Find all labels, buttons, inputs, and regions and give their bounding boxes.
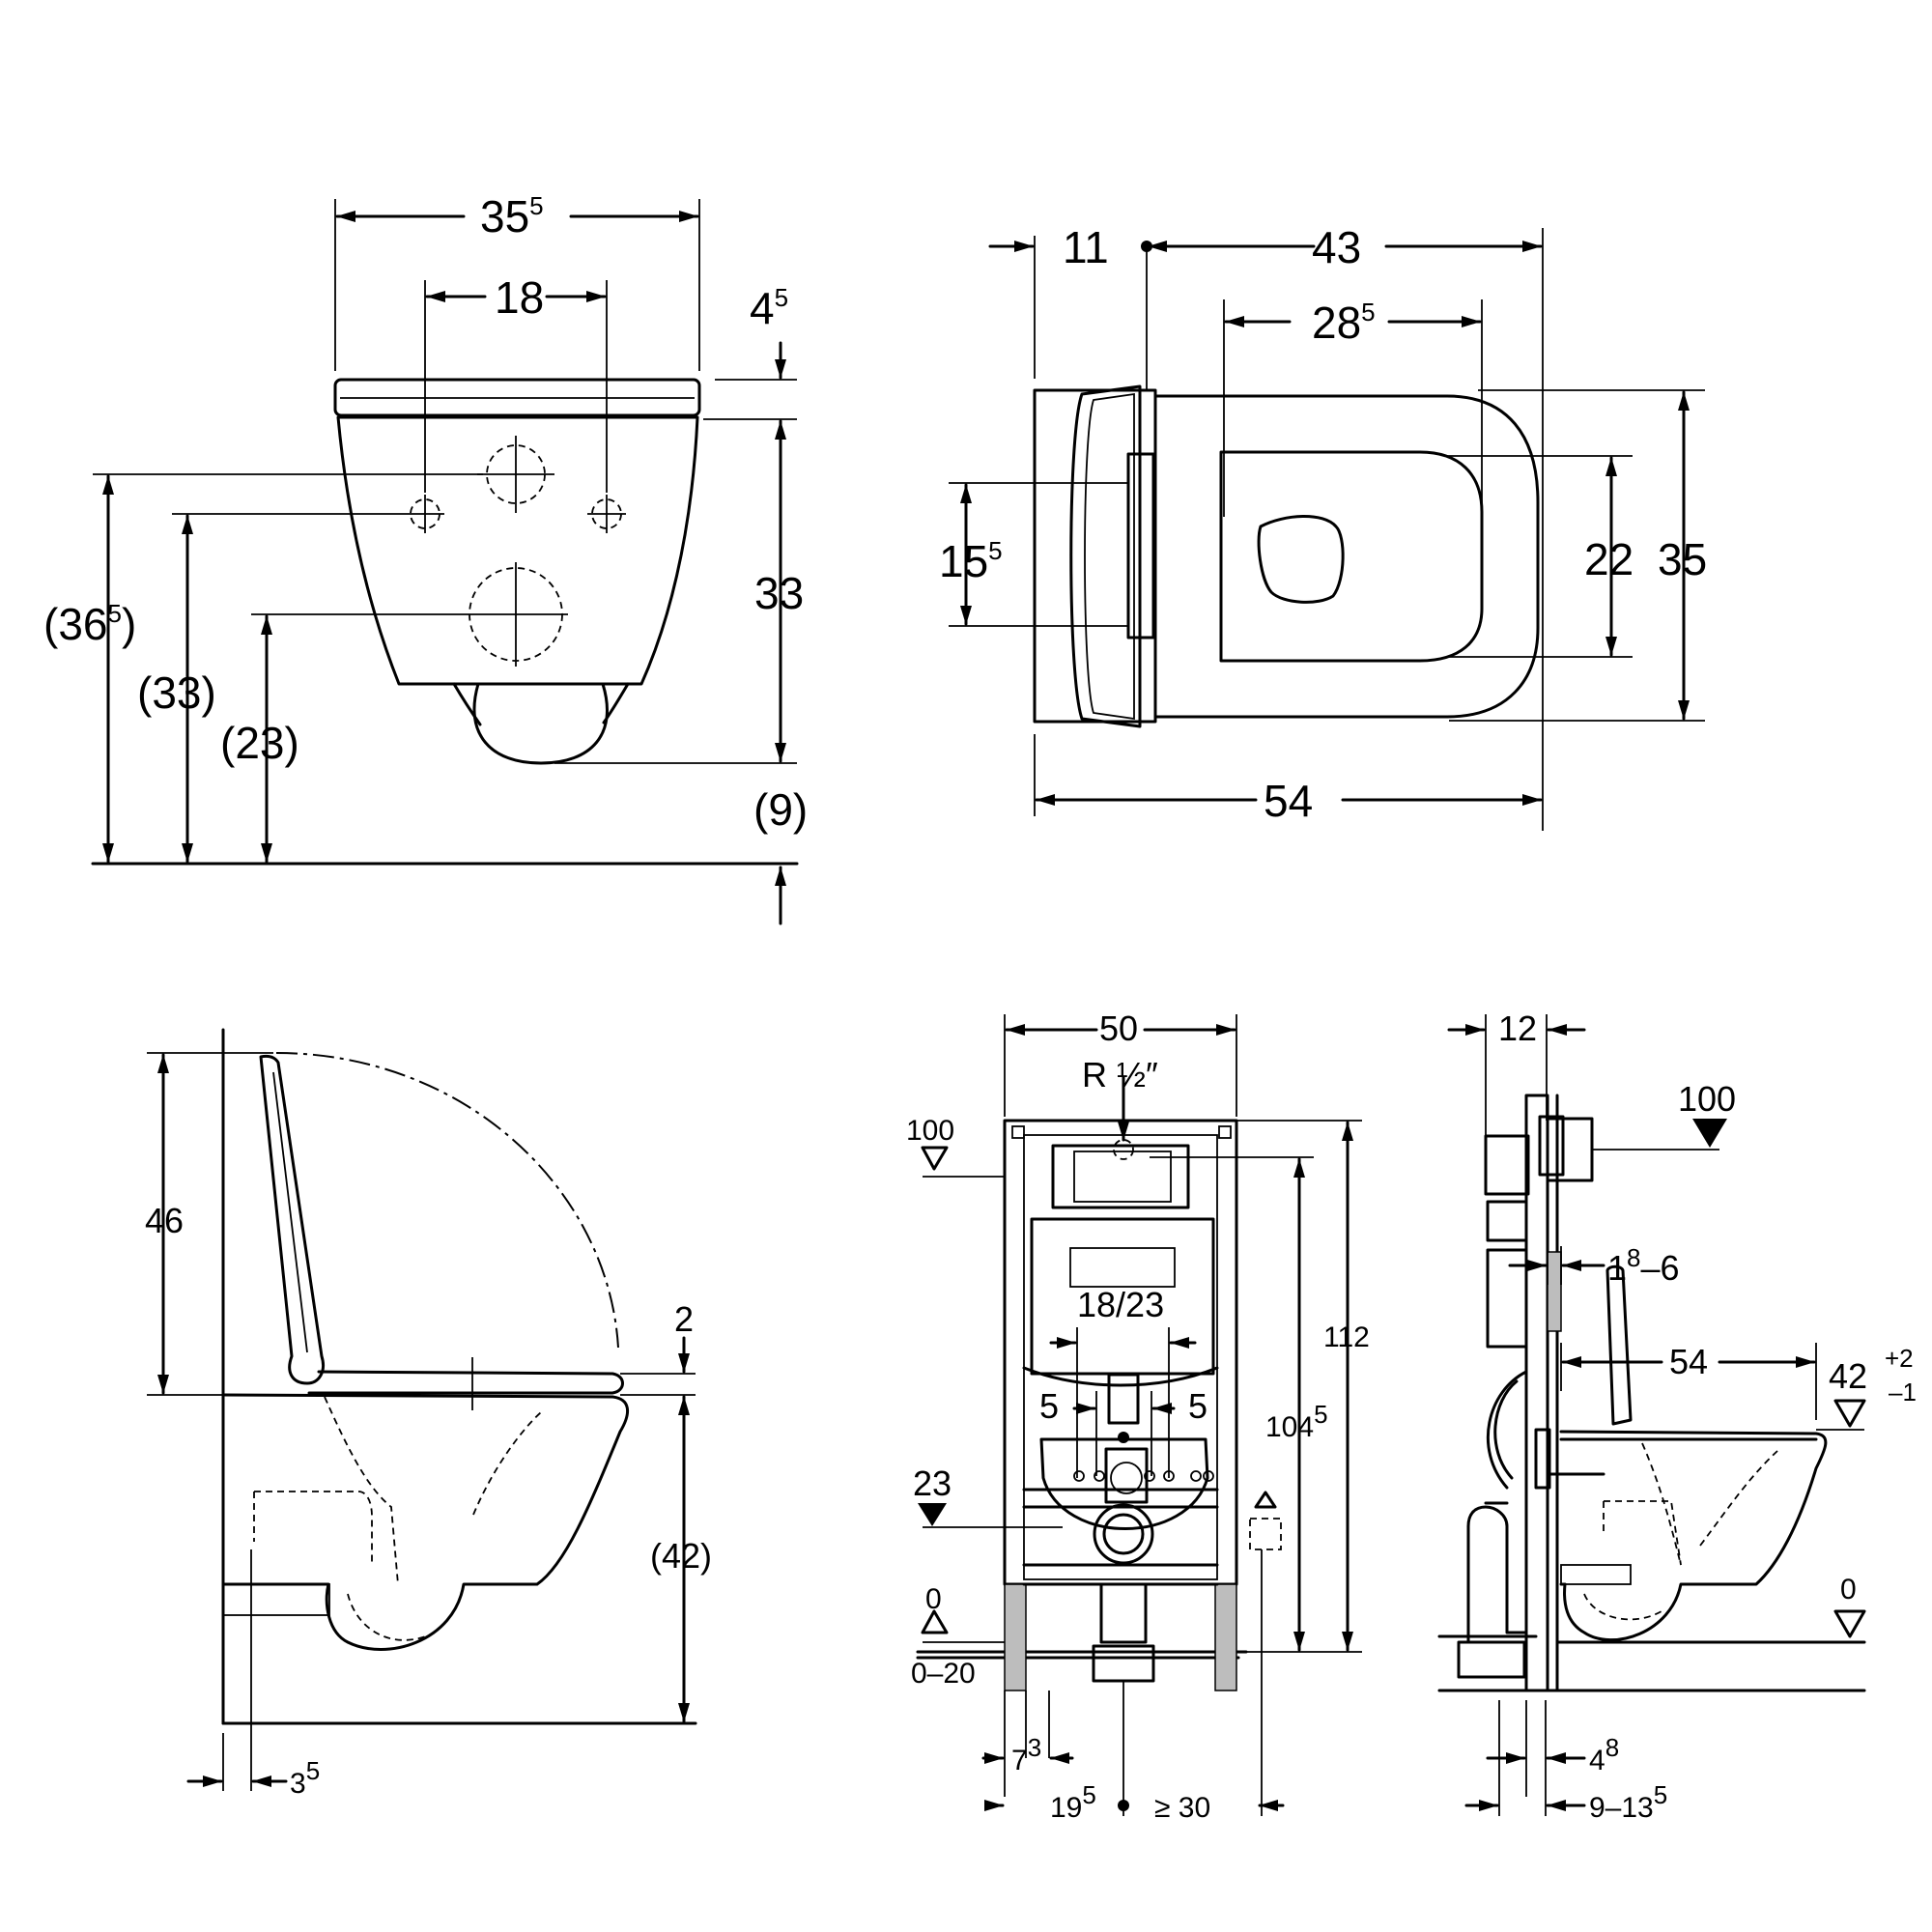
dim-rim-height-side: 42 — [1829, 1356, 1867, 1396]
dim-bolt-spacing: 18 — [495, 272, 544, 323]
dim-projection: 54 — [1669, 1342, 1708, 1381]
dim-wall-thickness: 18–6 — [1607, 1243, 1680, 1288]
dim-frame-width: 50 — [1099, 1009, 1138, 1048]
dim-bowl-height: 33 — [754, 568, 804, 618]
label-flush-height-front: 100 — [906, 1115, 954, 1147]
label-outlet-height: 23 — [913, 1463, 952, 1503]
dim-seat-offset: 45 — [750, 283, 788, 333]
frame-front-dimension-lines — [918, 1024, 1353, 1811]
dim-seat-thickness: 2 — [674, 1299, 694, 1339]
label-floor-level-side: 0 — [1840, 1574, 1857, 1605]
bowl-top-outline — [1033, 384, 1540, 728]
dim-floor-range: 0–20 — [911, 1658, 976, 1690]
fixing-holes — [406, 436, 626, 667]
dim-inner-height: 1045 — [1265, 1400, 1328, 1443]
dim-rim-height: (42) — [650, 1536, 712, 1576]
side-dimension-lines — [157, 1053, 690, 1787]
front-dimension-lines — [102, 211, 786, 925]
dim-opening-width: 285 — [1312, 298, 1376, 348]
frame-front-view: 50 R ½″ 100 18/23 5 5 23 112 1045 0 0–20… — [906, 1009, 1370, 1824]
front-view: 355 18 45 33 (365) (33) (23) (9) — [43, 191, 808, 925]
dim-frame-height: 112 — [1323, 1321, 1370, 1353]
dim-right-offset: 5 — [1188, 1386, 1208, 1426]
dim-leg-offset: 73 — [1011, 1733, 1041, 1776]
dim-length-from-wall: 43 — [1312, 222, 1361, 272]
dim-wall-offset: 11 — [1063, 222, 1109, 272]
front-extension-lines — [93, 199, 797, 764]
dim-floor-to-fixing: (33) — [137, 668, 216, 718]
frame-side-extension-lines — [1485, 1014, 1864, 1816]
dim-center-offset: 195 — [1050, 1780, 1096, 1824]
frame-front-outline — [916, 1119, 1282, 1691]
side-extension-lines — [147, 1052, 696, 1791]
dim-overall-width: 355 — [480, 191, 544, 242]
label-floor-level-front: 0 — [925, 1583, 942, 1615]
dim-floor-to-top-hole: (365) — [43, 599, 136, 649]
bowl-side-outline — [221, 1028, 697, 1725]
dim-min-clearance: ≥ 30 — [1154, 1792, 1210, 1824]
label-flush-height-side: 100 — [1678, 1079, 1736, 1119]
dim-floor-gap: (9) — [753, 784, 808, 835]
dim-floor-to-outlet: (23) — [220, 718, 299, 768]
dim-lid-height: 46 — [145, 1201, 184, 1240]
dim-rim-tolerance-minus: –1 — [1889, 1378, 1917, 1406]
dim-bolt-spacing-front: 18/23 — [1077, 1285, 1164, 1324]
label-water-connection: R ½″ — [1082, 1055, 1158, 1094]
bowl-front-outline — [333, 378, 701, 765]
top-dimension-lines — [960, 241, 1690, 806]
dim-bowl-width: 35 — [1658, 534, 1707, 584]
dim-rim-tolerance-plus: +2 — [1885, 1344, 1914, 1373]
dim-frame-depth: 12 — [1498, 1009, 1537, 1048]
frame-side-view: 12 100 18–6 54 42 +2 –1 0 48 9–135 — [1437, 1009, 1917, 1824]
dim-hinge-spacing: 155 — [939, 536, 1003, 586]
dim-pipe-offset: 48 — [1589, 1733, 1619, 1776]
dim-total-length: 54 — [1264, 776, 1313, 826]
side-view: 46 2 (42) 35 — [145, 1028, 712, 1800]
dim-left-offset: 5 — [1039, 1386, 1059, 1426]
top-extension-lines — [949, 228, 1705, 831]
frame-side-dimension-lines — [1447, 1024, 1866, 1811]
dim-opening-length: 22 — [1584, 534, 1634, 584]
frame-side-outline — [1437, 1094, 1866, 1692]
top-view: 11 43 285 155 22 35 54 — [939, 222, 1707, 831]
dim-wall-gap: 35 — [290, 1756, 320, 1800]
dim-depth-range: 9–135 — [1589, 1780, 1667, 1824]
